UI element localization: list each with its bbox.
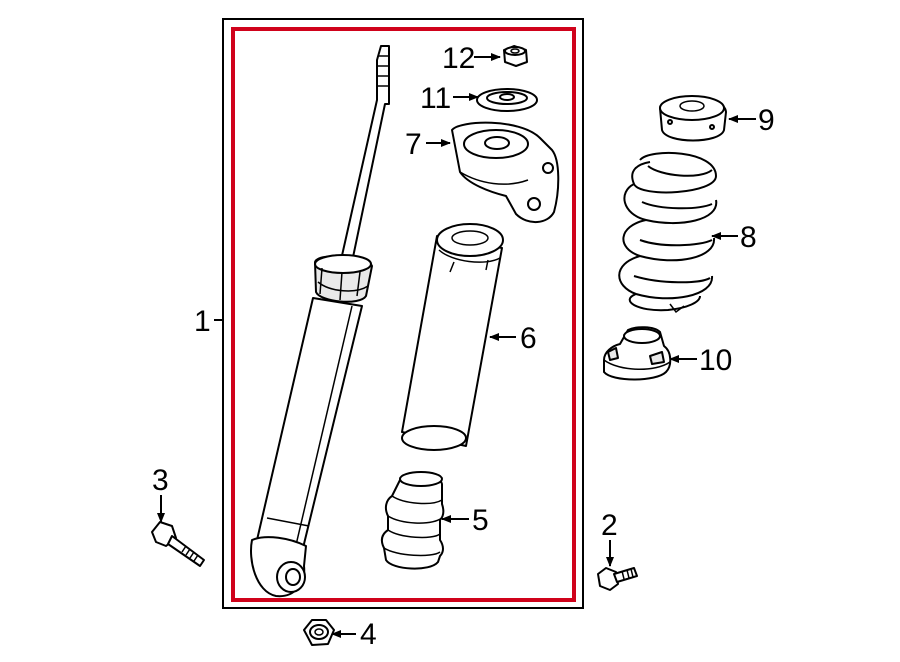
leader-lines <box>157 53 756 638</box>
callout-11: 11 <box>420 82 451 115</box>
bump-stop <box>380 471 445 570</box>
upper-mount-bolt <box>597 567 638 591</box>
lower-nut <box>303 619 335 646</box>
callout-1: 1 <box>194 305 211 338</box>
mount-washer <box>476 88 538 112</box>
dust-boot <box>401 223 504 451</box>
coil-spring <box>618 151 718 314</box>
callout-9: 9 <box>758 104 775 137</box>
lower-spring-insulator <box>603 326 672 381</box>
callout-3: 3 <box>152 464 169 497</box>
callout-2: 2 <box>601 509 618 542</box>
upper-mount <box>451 121 560 223</box>
callout-10: 10 <box>699 344 732 377</box>
callout-8: 8 <box>740 221 757 254</box>
callout-6: 6 <box>520 322 537 355</box>
callout-labels: 1 2 3 4 5 6 7 8 9 10 11 12 <box>152 42 775 651</box>
shock-absorber <box>250 45 390 598</box>
callout-7: 7 <box>405 128 422 161</box>
callout-5: 5 <box>472 504 489 537</box>
upper-spring-insulator <box>659 95 727 142</box>
top-nut <box>503 45 528 67</box>
assembly-frame <box>222 18 584 609</box>
highlight-frame <box>231 27 576 602</box>
lower-bolt <box>151 521 205 567</box>
callout-4: 4 <box>360 618 377 651</box>
callout-12: 12 <box>442 42 475 75</box>
